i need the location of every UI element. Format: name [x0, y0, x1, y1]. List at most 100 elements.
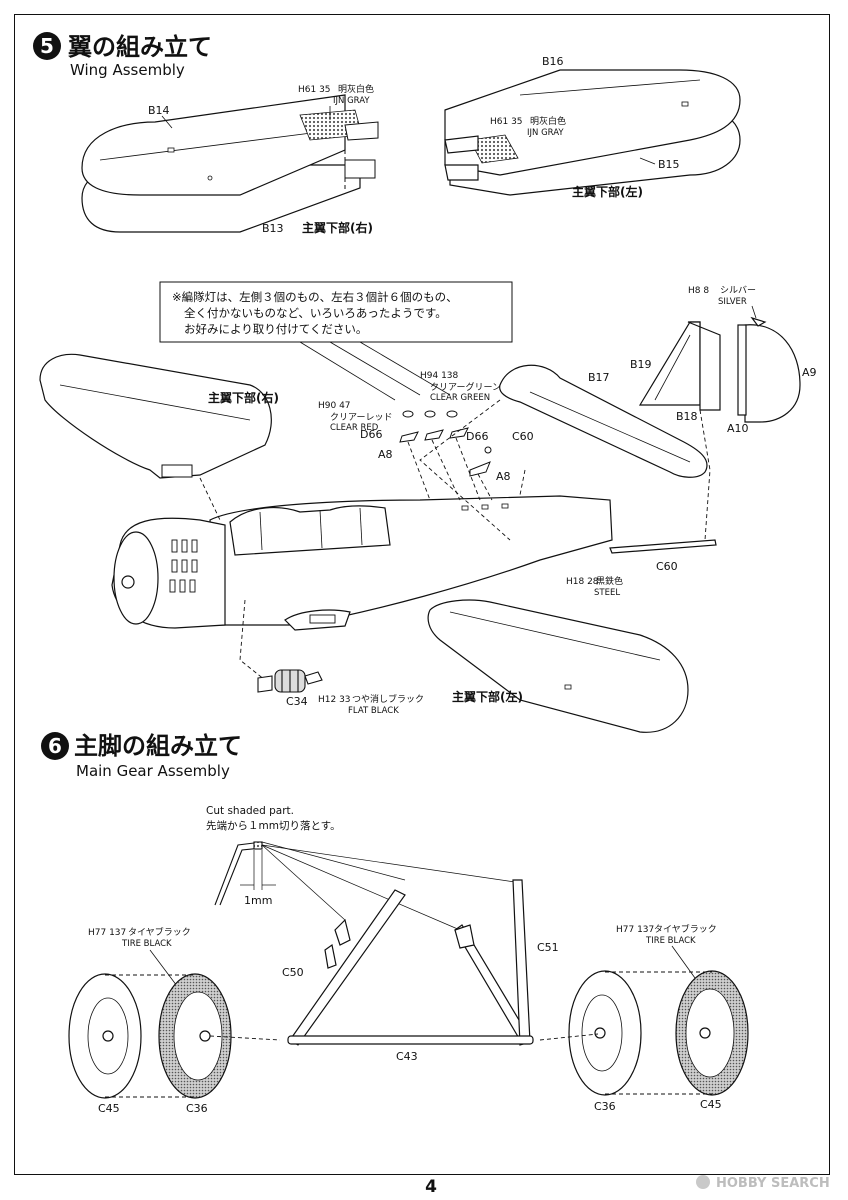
- part-label-c60-b: C60: [656, 560, 678, 573]
- paint-code-flat-black: H12 33: [318, 695, 351, 705]
- fuselage: [111, 495, 613, 631]
- paint-code-steel: H18 28: [566, 577, 599, 587]
- paint-jp-steel: 黒鉄色: [596, 575, 623, 587]
- paint-jp-tire-right: タイヤブラック: [654, 923, 717, 935]
- assembly-guide-lines: [199, 399, 711, 681]
- right-upper-wing-half: [81, 94, 346, 196]
- paint-en-green: CLEAR GREEN: [430, 393, 490, 403]
- step6-header: 6 主脚の組み立て Main Gear Assembly: [41, 732, 242, 780]
- note-line-1: ※編隊灯は、左側３個のもの、左右３個計６個のもの、: [172, 290, 458, 304]
- cut-note-en: Cut shaded part.: [206, 805, 294, 817]
- part-label-a8-a: A8: [378, 448, 393, 461]
- right-main-wing: [39, 353, 272, 479]
- left-lower-wing-label: 主翼下部(左): [572, 184, 643, 199]
- right-wing-label: 主翼下部(右): [208, 390, 279, 405]
- step5-title-en: Wing Assembly: [70, 61, 185, 79]
- right-wing-halves: [81, 94, 379, 233]
- step5-number: 5: [40, 34, 54, 58]
- part-label-b16: B16: [542, 55, 564, 68]
- part-label-c51: C51: [537, 941, 559, 954]
- cowling-front: [113, 531, 159, 625]
- step6-title-jp: 主脚の組み立て: [74, 732, 242, 760]
- step6-badge: [41, 732, 69, 760]
- canopy: [229, 505, 391, 556]
- part-label-c60-a: C60: [512, 430, 534, 443]
- left-upper-wing-half: [444, 69, 741, 176]
- paint-jp-red: クリアーレッド: [330, 412, 392, 423]
- step5-title-jp: 翼の組み立て: [68, 33, 212, 61]
- paint-code-green: H94 138: [420, 371, 459, 381]
- part-label-d66-b: D66: [466, 430, 488, 443]
- watermark-text: HOBBY SEARCH: [716, 1176, 830, 1191]
- step6-number: 6: [48, 734, 62, 758]
- paint-code-silver: H8 8: [688, 286, 709, 296]
- part-label-b15: B15: [658, 158, 680, 171]
- paint-en-tire-right: TIRE BLACK: [645, 936, 696, 946]
- formation-lights: [399, 410, 492, 477]
- ijn-gray-area-left: [469, 134, 519, 164]
- part-a9: [744, 324, 801, 423]
- left-main-wing: [427, 599, 689, 733]
- part-label-a10: A10: [727, 422, 749, 435]
- part-label-c45-right: C45: [700, 1098, 722, 1111]
- paint-en-ijn-gray-right: IJN GRAY: [333, 96, 370, 106]
- paint-code-tire-left: H77 137: [88, 928, 126, 938]
- part-label-a8-b: A8: [496, 470, 511, 483]
- part-label-c36-left: C36: [186, 1102, 208, 1115]
- part-label-b19: B19: [630, 358, 652, 371]
- watermark-logo: HOBBY SEARCH: [696, 1175, 830, 1191]
- step6-title-en: Main Gear Assembly: [76, 762, 230, 780]
- part-b18: [687, 321, 721, 411]
- paint-code-ijn-gray-right: H61 35: [298, 85, 331, 95]
- part-label-c34: C34: [286, 695, 308, 708]
- part-label-a9: A9: [802, 366, 817, 379]
- paint-code-tire-right: H77 137: [616, 925, 654, 935]
- page-frame: [14, 14, 830, 1175]
- part-label-c45-left: C45: [98, 1102, 120, 1115]
- tail-parts: [638, 316, 801, 423]
- paint-en-flat-black: FLAT BLACK: [348, 706, 399, 716]
- part-label-c50: C50: [282, 966, 304, 979]
- paint-code-ijn-gray-left: H61 35: [490, 117, 523, 127]
- left-wing-halves: [444, 69, 741, 196]
- part-label-d66-a: D66: [360, 428, 382, 441]
- part-c34: [257, 669, 323, 693]
- cut-detail: [214, 841, 516, 931]
- part-c60-rod: [609, 539, 717, 554]
- right-wheel-set: [539, 970, 749, 1096]
- part-label-b13: B13: [262, 222, 284, 235]
- part-label-b17: B17: [588, 371, 610, 384]
- cut-note-jp: 先端から１mm切り落とす。: [206, 819, 341, 832]
- left-wing-label: 主翼下部(左): [452, 689, 523, 704]
- main-gear-struts: [287, 879, 534, 1046]
- cut-dimension: 1mm: [244, 894, 272, 907]
- paint-code-red: H90 47: [318, 401, 351, 411]
- step5-badge: [33, 32, 61, 60]
- paint-en-red: CLEAR RED: [330, 423, 379, 433]
- part-a10: [737, 324, 747, 416]
- paint-en-steel: STEEL: [594, 588, 620, 598]
- right-lower-wing-label: 主翼下部(右): [302, 220, 373, 235]
- paint-en-tire-left: TIRE BLACK: [121, 939, 172, 949]
- step5-header: 5 翼の組み立て Wing Assembly: [33, 32, 212, 79]
- paint-jp-ijn-gray-left: 明灰白色: [530, 115, 566, 127]
- left-wheel-set: [68, 973, 281, 1099]
- part-label-c43: C43: [396, 1050, 418, 1063]
- paint-en-silver: SILVER: [718, 297, 747, 307]
- part-label-b14: B14: [148, 104, 170, 117]
- part-b17-stabilizer: [499, 364, 708, 478]
- note-line-3: お好みにより取り付けてください。: [184, 322, 367, 336]
- paint-jp-silver: シルバー: [720, 285, 756, 296]
- page-number: 4: [425, 1177, 437, 1197]
- part-label-b18: B18: [676, 410, 698, 423]
- paint-jp-tire-left: タイヤブラック: [128, 926, 191, 938]
- paint-jp-ijn-gray-right: 明灰白色: [338, 83, 374, 95]
- note-line-2: 全く付かないものなど、いろいろあったようです。: [184, 306, 447, 320]
- part-c43-axle: [287, 1035, 534, 1045]
- paint-jp-flat-black: つや消しブラック: [352, 693, 424, 705]
- part-label-c36-right: C36: [594, 1100, 616, 1113]
- formation-light-note: ※編隊灯は、左側３個のもの、左右３個計６個のもの、 全く付かないものなど、いろい…: [159, 281, 513, 401]
- paint-en-ijn-gray-left: IJN GRAY: [527, 128, 564, 138]
